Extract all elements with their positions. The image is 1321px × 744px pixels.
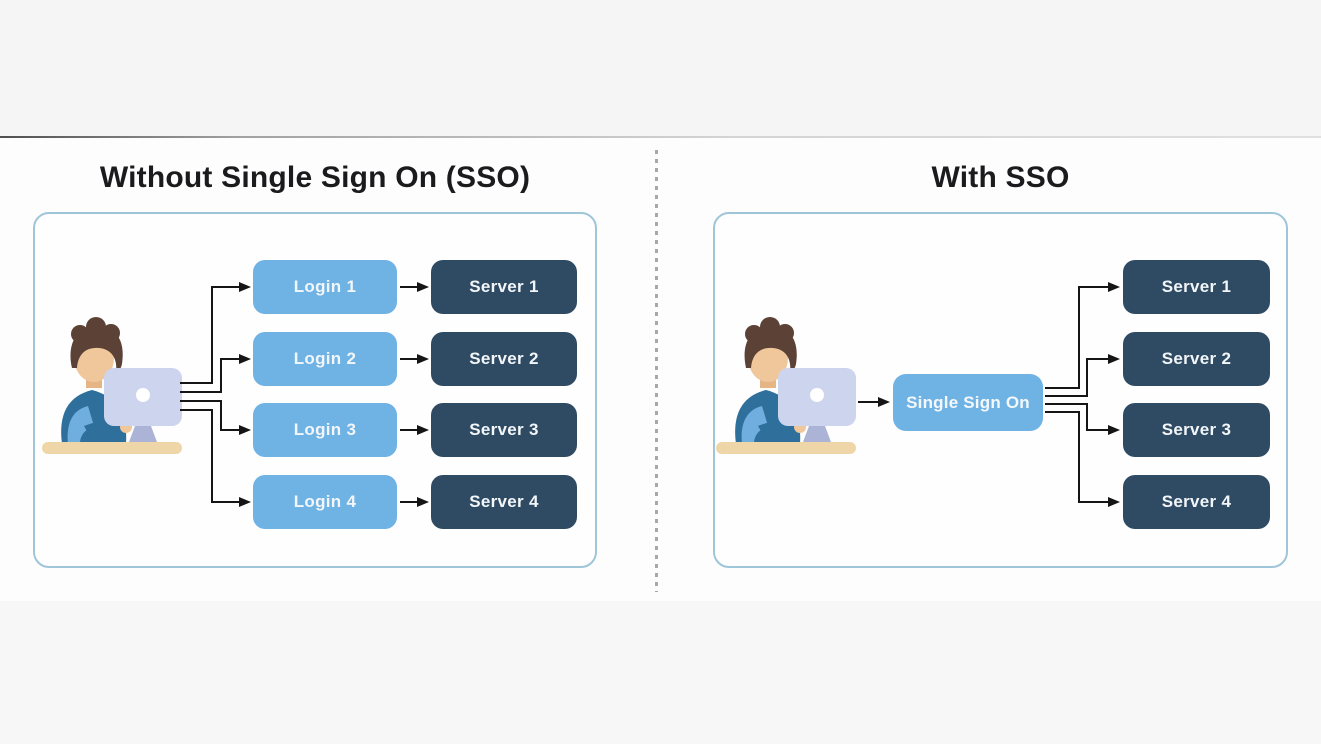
user-at-computer-icon [716,317,856,454]
server-3-box-right: Server 3 [1123,403,1270,457]
login-3-box: Login 3 [253,403,397,457]
without-sso-title: Without Single Sign On (SSO) [99,161,531,194]
login-2-box: Login 2 [253,332,397,386]
login-1-box: Login 1 [253,260,397,314]
single-sign-on-box: Single Sign On [893,374,1043,431]
top-margin-strip [0,0,1321,136]
with-sso-title: With SSO [931,161,1070,194]
login-4-box: Login 4 [253,475,397,529]
dashed-divider [655,150,658,592]
server-2-box-right: Server 2 [1123,332,1270,386]
server-2-box-left: Server 2 [431,332,577,386]
server-1-box-right: Server 1 [1123,260,1270,314]
frame-rule-line [0,136,1321,138]
server-1-box-left: Server 1 [431,260,577,314]
user-at-computer-icon [42,317,182,454]
server-3-box-left: Server 3 [431,403,577,457]
bottom-margin-strip [0,601,1321,744]
server-4-box-right: Server 4 [1123,475,1270,529]
server-4-box-left: Server 4 [431,475,577,529]
